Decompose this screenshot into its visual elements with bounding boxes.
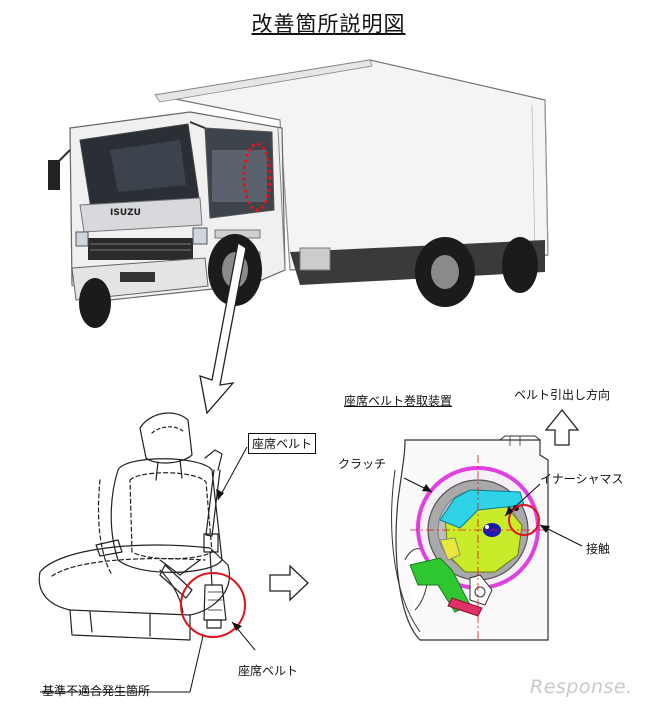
retractor-mechanism bbox=[391, 435, 549, 641]
pull-direction-label: ベルト引出し方向 bbox=[514, 388, 611, 402]
truck-logo: ISUZU bbox=[110, 208, 141, 218]
retractor-label: 座席ベルト巻取装置 bbox=[344, 394, 453, 408]
seat-illustration bbox=[38, 412, 230, 641]
truck-illustration bbox=[48, 59, 549, 328]
contact-label: 接触 bbox=[586, 542, 611, 556]
clutch-label: クラッチ bbox=[338, 457, 387, 471]
page-title: 改善箇所説明図 bbox=[251, 12, 406, 36]
nonconformity-label: 基準不適合発生箇所 bbox=[42, 684, 151, 698]
seatbelt-lower-label: 座席ベルト bbox=[238, 664, 299, 678]
inner-mass-label: イナーシャマス bbox=[540, 472, 624, 486]
transition-arrow bbox=[269, 564, 309, 602]
pointer-arrow bbox=[199, 241, 247, 415]
pull-direction-arrow bbox=[544, 408, 580, 446]
watermark-logo: Response. bbox=[530, 676, 633, 698]
seatbelt-label: 座席ベルト bbox=[248, 433, 317, 454]
